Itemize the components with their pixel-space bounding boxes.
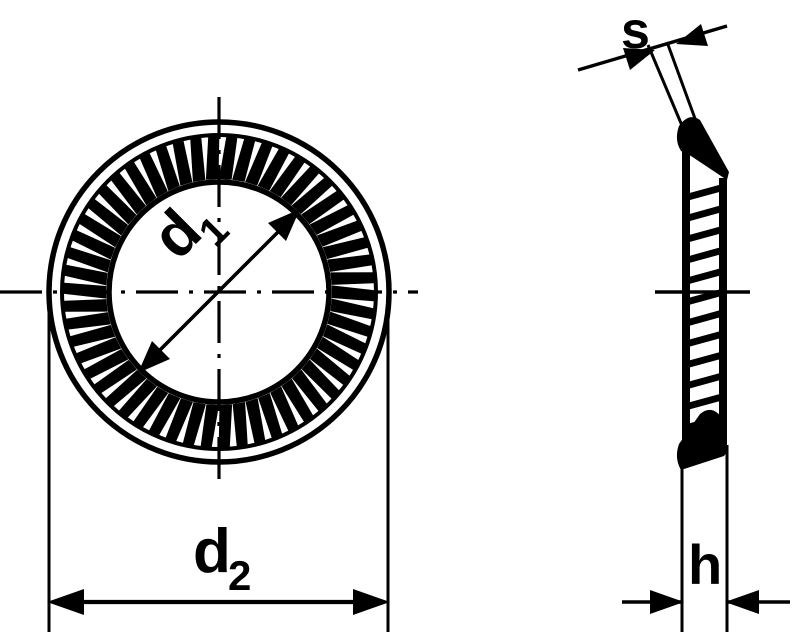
side-view-right-edge xyxy=(719,178,727,452)
side-view-top-cap xyxy=(676,117,729,180)
serration-tooth xyxy=(172,138,193,186)
serration-tooth xyxy=(61,299,108,312)
serration-tooth xyxy=(245,398,266,446)
serration-tooth xyxy=(292,369,329,414)
serration-tooth xyxy=(70,229,116,260)
serration-tooth xyxy=(258,392,283,441)
d1-arrowhead-lower xyxy=(138,341,170,373)
side-view-bottom-cap xyxy=(676,409,727,470)
serration-tooth xyxy=(81,348,129,381)
serration-tooth xyxy=(109,170,146,215)
serration-tooth xyxy=(281,164,321,206)
serration-tooth xyxy=(61,264,108,286)
serration-tooth xyxy=(205,134,220,180)
front-view: d 1 d 2 xyxy=(0,97,418,632)
s-leader-line-right xyxy=(665,41,699,125)
side-serration-tooth xyxy=(690,246,722,263)
serration-tooth xyxy=(232,401,248,449)
serration-tooth xyxy=(245,140,274,186)
side-serration-tooth xyxy=(690,225,722,242)
h-dimension-line xyxy=(622,590,790,614)
s-dimension-group xyxy=(577,24,728,129)
serration-tooth xyxy=(155,143,180,192)
serration-tooth xyxy=(309,348,352,387)
serration-tooth xyxy=(301,189,346,225)
s-arrowhead-right xyxy=(676,24,708,46)
serration-tooth xyxy=(316,219,365,247)
serration-teeth-group xyxy=(61,134,377,450)
serration-tooth xyxy=(232,136,256,182)
h-arrowhead-left xyxy=(650,590,684,614)
s-arrowhead-left xyxy=(623,48,655,70)
side-serration-tooth xyxy=(690,184,722,201)
side-serration-tooth xyxy=(690,351,722,368)
serration-tooth xyxy=(200,404,219,450)
serration-tooth xyxy=(92,359,137,395)
serration-tooth xyxy=(327,311,374,338)
side-view-left-edge xyxy=(682,150,690,466)
serration-tooth xyxy=(281,378,315,425)
d2-arrowhead-left xyxy=(47,589,84,615)
side-serration-tooth xyxy=(690,393,722,410)
side-serration-tooth xyxy=(690,330,722,347)
serration-tooth xyxy=(64,246,111,273)
serration-tooth xyxy=(330,298,377,320)
serration-tooth xyxy=(147,393,181,438)
side-serration-tooth xyxy=(690,309,722,326)
serration-tooth xyxy=(131,386,169,430)
d2-label-subscript: 2 xyxy=(228,552,251,599)
s-leader-line-left xyxy=(646,44,685,129)
serration-tooth xyxy=(123,159,157,206)
serration-tooth xyxy=(218,404,233,450)
serration-tooth xyxy=(269,154,307,198)
side-serration-tooth xyxy=(690,414,722,431)
serration-tooth xyxy=(322,324,368,355)
d1-dimension-arrow xyxy=(138,209,300,373)
serration-tooth xyxy=(73,337,122,365)
serration-tooth xyxy=(301,359,341,401)
serration-tooth xyxy=(270,386,300,434)
serration-tooth xyxy=(322,236,371,260)
d2-arrowhead-right xyxy=(353,589,390,615)
s-dimension-line xyxy=(577,24,728,72)
d1-arrowhead-upper xyxy=(268,209,300,241)
d2-dimension-line xyxy=(47,589,390,615)
serration-tooth xyxy=(219,134,238,180)
h-label: h xyxy=(688,533,722,596)
serration-tooth xyxy=(117,378,157,420)
side-view: s h xyxy=(577,2,790,632)
side-serration-tooth xyxy=(690,372,722,389)
serration-tooth xyxy=(190,135,206,183)
side-view-serration-group xyxy=(690,184,722,452)
d2-label-base: d xyxy=(193,517,231,586)
h-arrowhead-right xyxy=(725,590,759,614)
serration-tooth xyxy=(67,324,116,348)
serration-tooth xyxy=(309,203,357,236)
serration-tooth xyxy=(327,254,375,272)
side-serration-tooth xyxy=(690,267,722,284)
serration-tooth xyxy=(138,150,168,198)
s-label: s xyxy=(621,2,650,60)
serration-tooth xyxy=(182,402,206,448)
serration-tooth xyxy=(330,272,377,285)
d2-label-group: d 2 xyxy=(193,517,251,599)
serration-tooth xyxy=(97,183,137,225)
serration-tooth xyxy=(164,398,193,444)
serration-tooth xyxy=(257,146,291,191)
serration-tooth xyxy=(103,369,147,408)
serration-tooth xyxy=(63,312,111,330)
serration-tooth xyxy=(77,212,121,248)
serration-tooth xyxy=(86,197,129,236)
serration-tooth xyxy=(291,176,335,215)
serration-tooth xyxy=(317,336,361,372)
side-serration-tooth xyxy=(690,435,722,452)
side-serration-tooth xyxy=(690,205,722,221)
